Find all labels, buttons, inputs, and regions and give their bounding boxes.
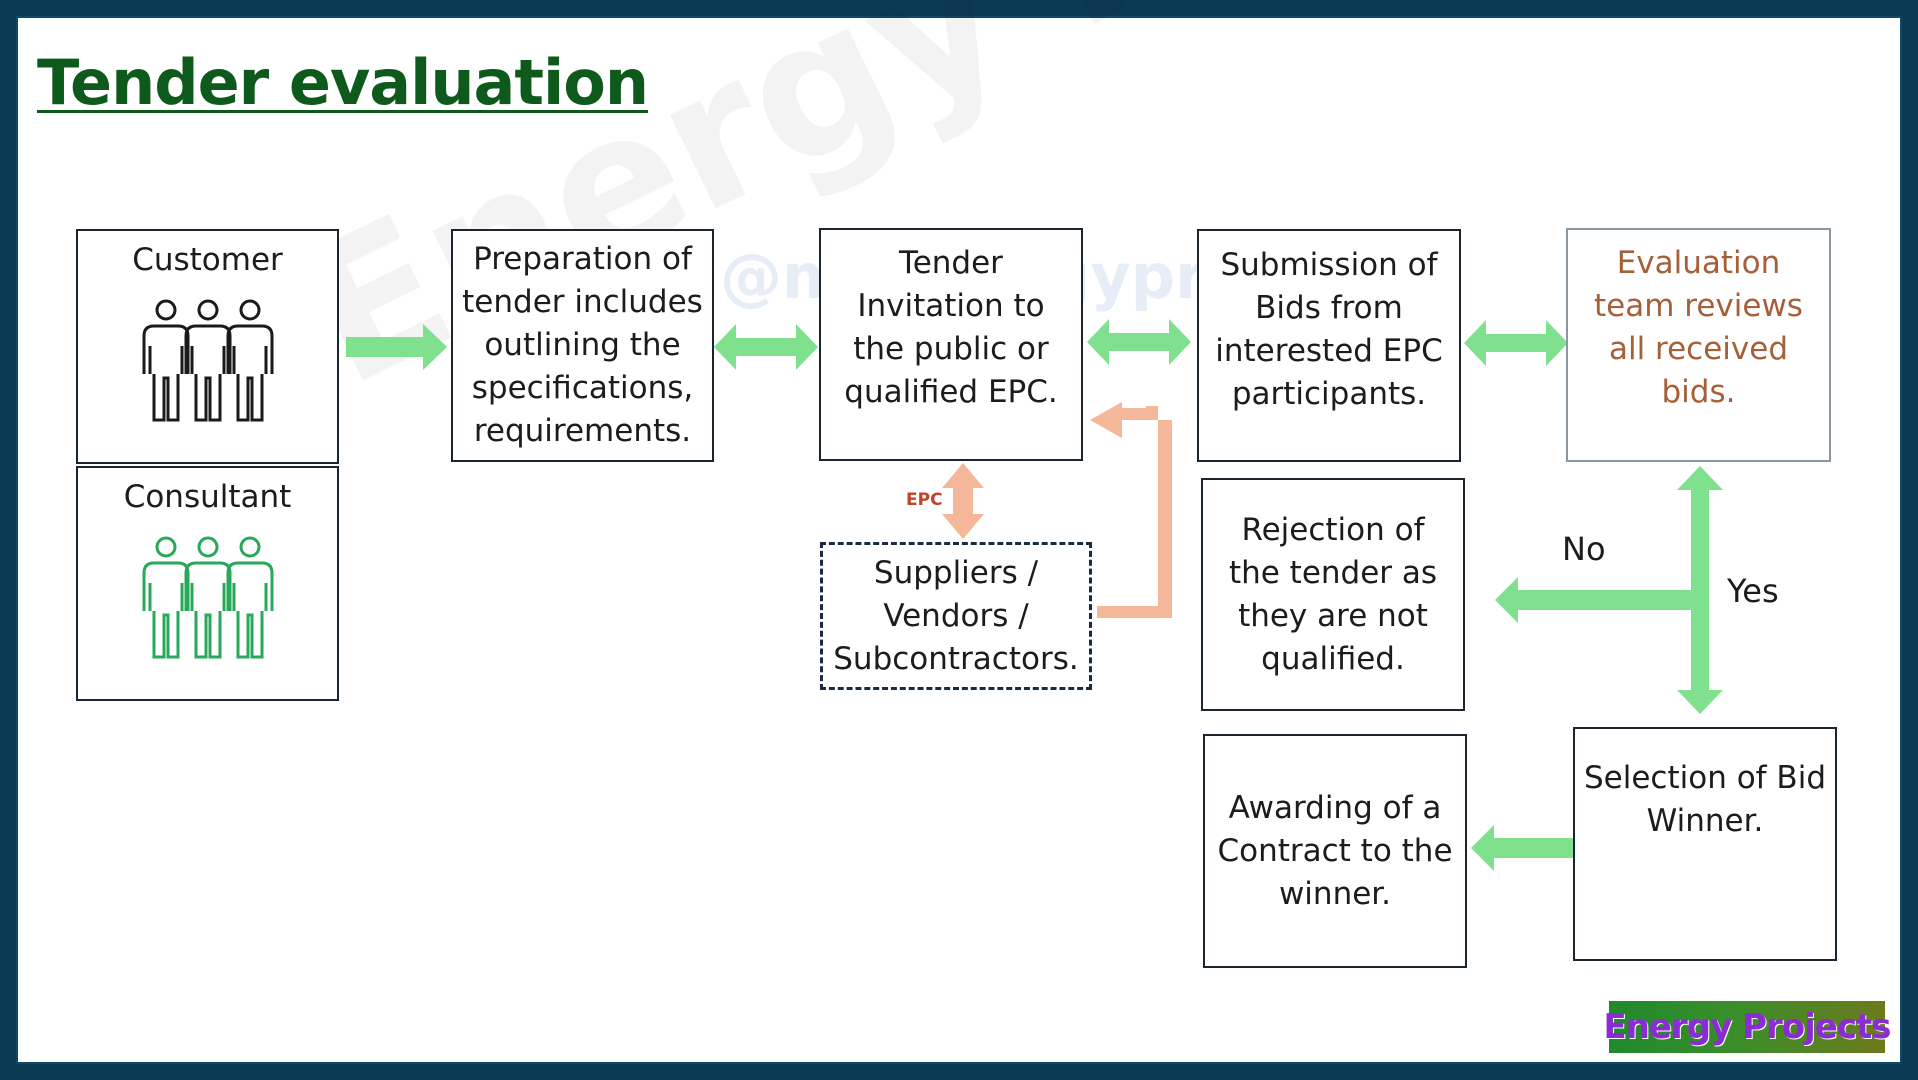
evaluation-box: Evaluation team reviews all received bid… (1566, 228, 1831, 462)
selection-text: Selection of Bid Winner. (1583, 760, 1826, 839)
double-arrow-icon (1087, 319, 1191, 365)
rejection-text: Rejection of the tender as they are not … (1228, 511, 1438, 677)
double-arrow-icon (1464, 320, 1568, 366)
arrow-left-icon (1471, 825, 1573, 871)
evaluation-text: Evaluation team reviews all received bid… (1594, 245, 1803, 410)
brand-logo: Energy Projects (1604, 1001, 1892, 1053)
awarding-text: Awarding of a Contract to the winner. (1217, 789, 1453, 912)
consultant-label: Consultant (123, 479, 292, 515)
elbow-arrow-icon (1090, 402, 1172, 618)
customer-label: Customer (132, 242, 283, 278)
preparation-box: Preparation of tender includes outlining… (451, 229, 714, 462)
suppliers-box: Suppliers / Vendors / Subcontractors. (820, 542, 1092, 690)
page-title: Tender evaluation (37, 46, 649, 119)
suppliers-text: Suppliers / Vendors / Subcontractors. (833, 554, 1079, 677)
no-label: No (1562, 530, 1606, 568)
invitation-box: Tender Invitation to the public or quali… (819, 228, 1083, 461)
selection-box: Selection of Bid Winner. (1573, 727, 1837, 961)
arrow-right-icon (346, 324, 447, 370)
brand-logo-text: Energy Projects (1603, 1007, 1892, 1047)
consultant-box: Consultant (76, 466, 339, 701)
epc-label: EPC (906, 490, 943, 510)
rejection-box: Rejection of the tender as they are not … (1201, 478, 1465, 711)
arrow-left-icon (1495, 577, 1700, 623)
yes-label: Yes (1727, 572, 1779, 610)
submission-box: Submission of Bids from interested EPC p… (1197, 229, 1461, 462)
submission-text: Submission of Bids from interested EPC p… (1215, 247, 1443, 412)
people-group-icon (142, 536, 273, 659)
people-group-icon (142, 299, 273, 422)
preparation-text: Preparation of tender includes outlining… (462, 241, 703, 449)
double-arrow-vertical-icon (942, 463, 984, 539)
invitation-text: Tender Invitation to the public or quali… (844, 245, 1058, 410)
double-arrow-icon (714, 324, 818, 370)
customer-box: Customer (76, 229, 339, 464)
awarding-box: Awarding of a Contract to the winner. (1203, 734, 1467, 968)
